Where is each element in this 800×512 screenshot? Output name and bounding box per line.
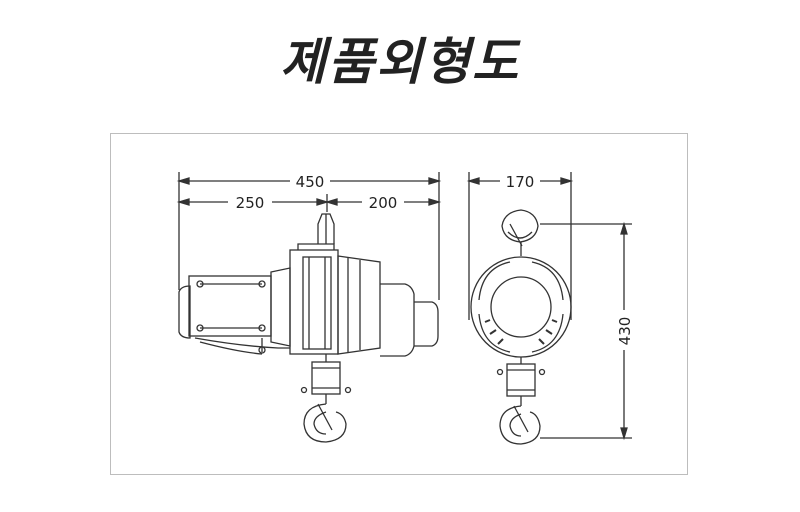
- front-view: [178, 213, 439, 443]
- front-dimension-lines: [176, 172, 442, 300]
- page-title: 제품외형도: [280, 33, 520, 91]
- dimension-250: 250: [236, 194, 265, 212]
- side-view: [470, 209, 572, 445]
- dimension-200: 200: [369, 194, 398, 212]
- dimension-170: 170: [506, 173, 535, 191]
- dimension-430: 430: [616, 317, 634, 346]
- side-dimension-lines: [466, 172, 632, 441]
- dimension-450: 450: [296, 173, 325, 191]
- drawing-frame: [110, 133, 688, 475]
